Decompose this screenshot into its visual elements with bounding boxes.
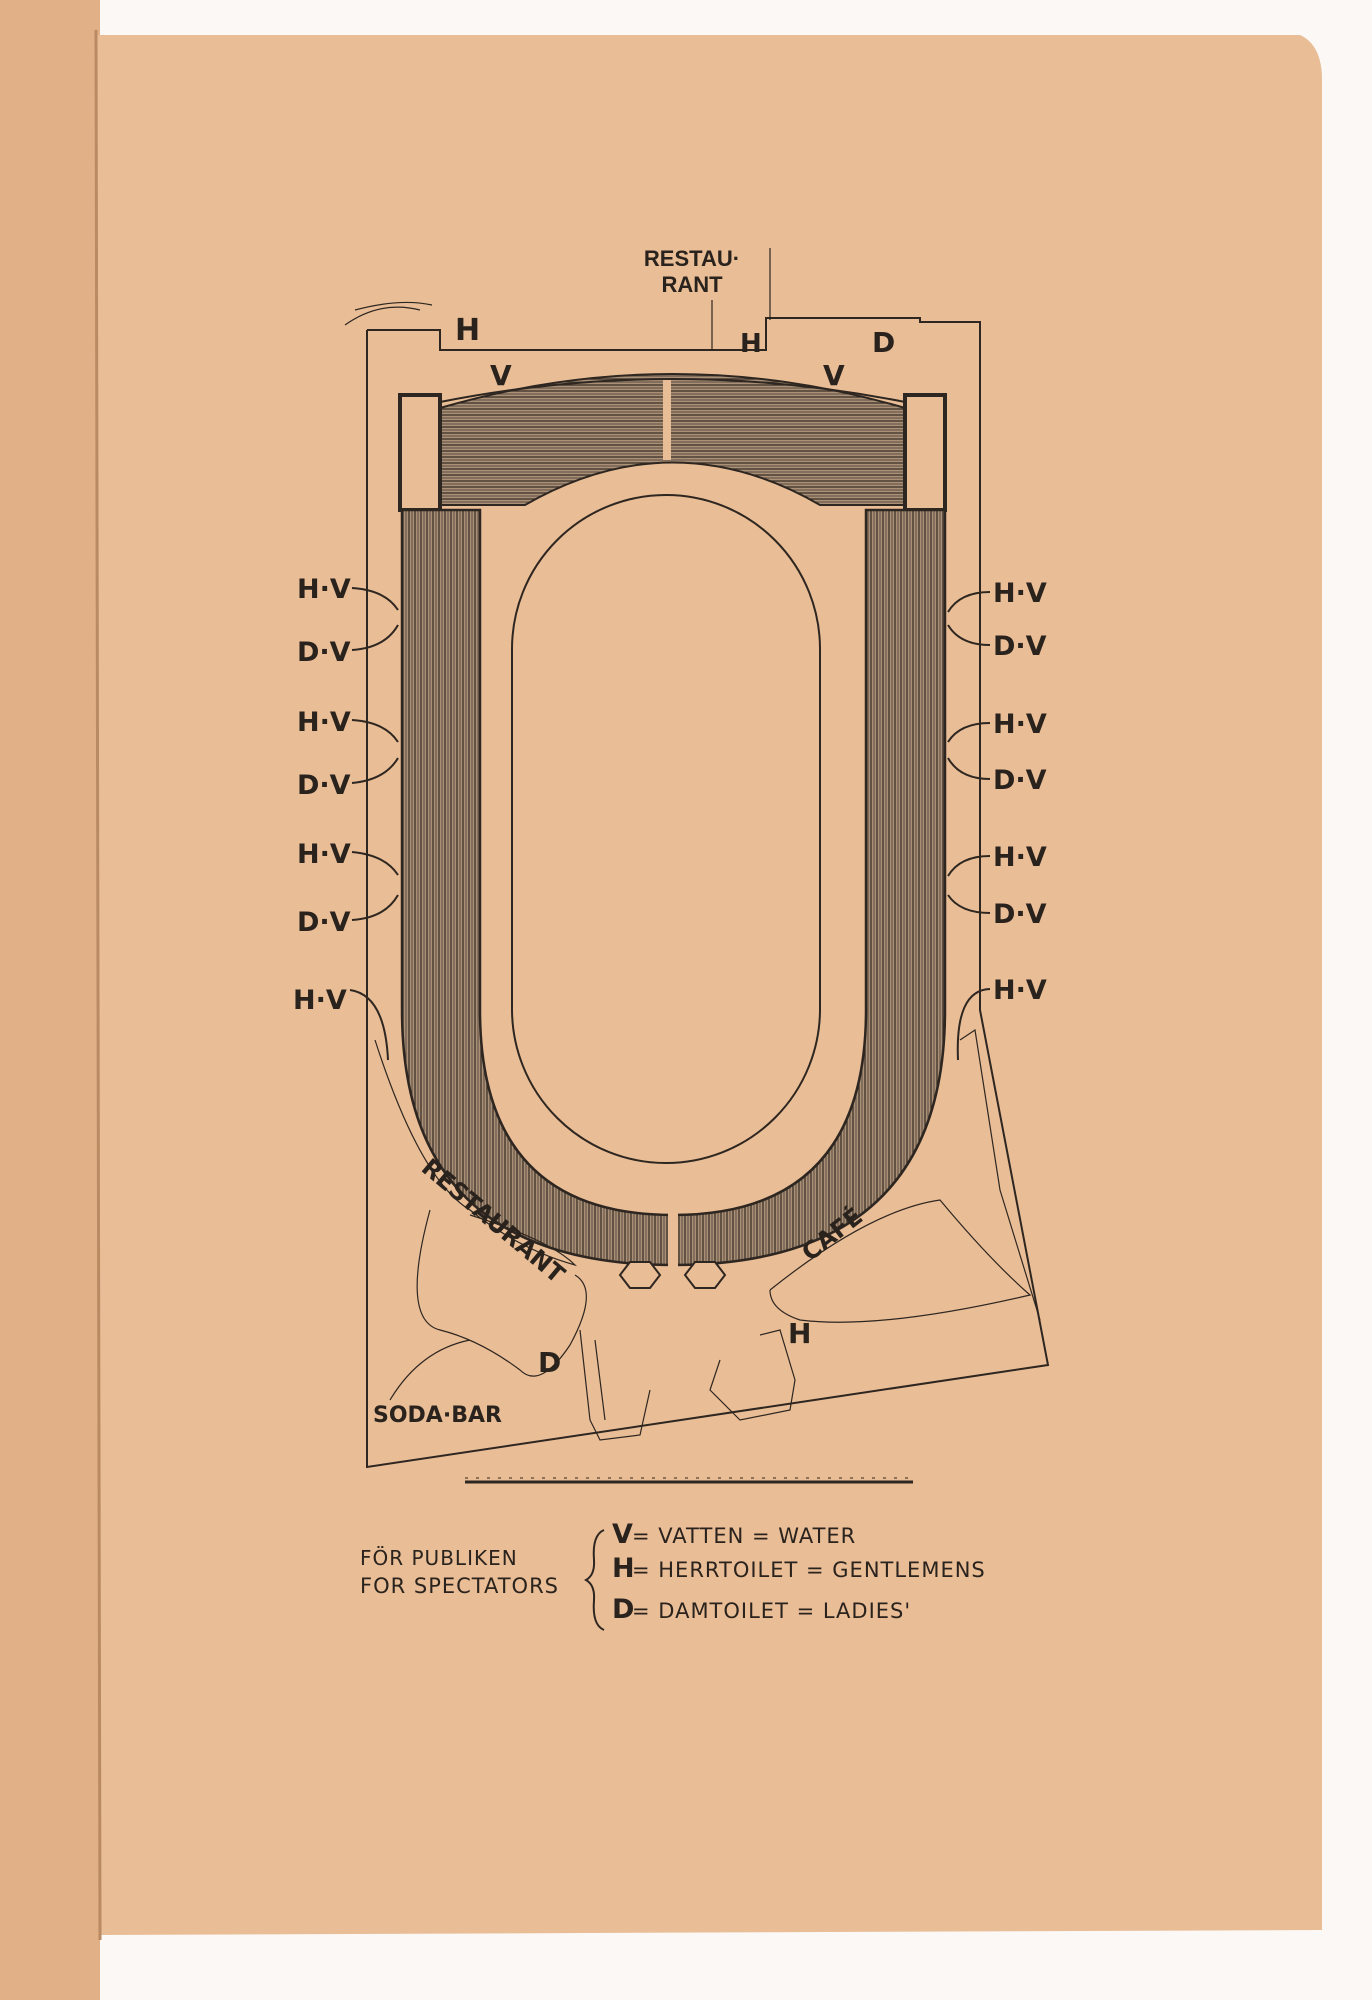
west-label: H·V bbox=[293, 985, 347, 1016]
east-label: H·V bbox=[993, 709, 1047, 740]
mark-h-south: H bbox=[788, 1317, 811, 1350]
east-label: D·V bbox=[993, 631, 1047, 662]
mark-v: V bbox=[490, 359, 512, 392]
u-stand bbox=[400, 508, 947, 1289]
restaurant-line-2: RANT bbox=[661, 272, 723, 297]
west-label: H·V bbox=[297, 574, 351, 605]
legend-text-gentlemens: = HERRTOILET = GENTLEMENS bbox=[632, 1558, 986, 1582]
east-label: D·V bbox=[993, 765, 1047, 796]
mark-h: H bbox=[740, 329, 762, 359]
mark-v: V bbox=[823, 359, 845, 392]
site-outline bbox=[366, 317, 1050, 1469]
garden-paths bbox=[374, 1028, 1041, 1441]
legend-audience-sv: FÖR PUBLIKEN bbox=[360, 1546, 518, 1570]
east-label: H·V bbox=[993, 975, 1047, 1006]
west-label: D·V bbox=[297, 770, 351, 801]
east-label: H·V bbox=[993, 842, 1047, 873]
mark-h: H bbox=[455, 313, 480, 348]
legend-text-water: = VATTEN = WATER bbox=[632, 1524, 856, 1548]
restaurant-line-1: RESTAU· bbox=[644, 246, 740, 271]
legend-brace bbox=[583, 1529, 605, 1631]
legend-audience-en: FOR SPECTATORS bbox=[360, 1574, 559, 1598]
legend-key-v: V bbox=[612, 1519, 633, 1550]
running-track bbox=[511, 494, 821, 1164]
east-facility-labels: H·V D·V H·V D·V H·V D·V H·V bbox=[947, 578, 1047, 1061]
legend-text-ladies: = DAMTOILET = LADIES' bbox=[632, 1599, 911, 1623]
west-label: H·V bbox=[297, 707, 351, 738]
west-label: D·V bbox=[297, 637, 351, 668]
mark-d-south: D bbox=[538, 1346, 561, 1379]
east-label: D·V bbox=[993, 899, 1047, 930]
page-gutter bbox=[94, 29, 102, 1941]
scale-bar bbox=[465, 1477, 913, 1484]
east-label: H·V bbox=[993, 578, 1047, 609]
legend-key-h: H bbox=[612, 1553, 635, 1584]
west-label: D·V bbox=[297, 907, 351, 938]
north-stand bbox=[398, 373, 947, 512]
legend-key-d: D bbox=[612, 1594, 634, 1625]
left-page-edge bbox=[0, 0, 100, 2000]
west-facility-labels: H·V D·V H·V D·V H·V D·V H·V bbox=[293, 574, 399, 1061]
west-label: H·V bbox=[297, 839, 351, 870]
north-facility-marks: H H D V V bbox=[344, 301, 895, 392]
mark-d: D bbox=[872, 326, 895, 359]
soda-bar-label: SODA·BAR bbox=[373, 1403, 502, 1428]
restaurant-north-label: RESTAU· RANT bbox=[644, 246, 771, 350]
legend: FÖR PUBLIKEN FOR SPECTATORS V = VATTEN =… bbox=[360, 1519, 986, 1631]
page bbox=[95, 35, 1322, 1935]
